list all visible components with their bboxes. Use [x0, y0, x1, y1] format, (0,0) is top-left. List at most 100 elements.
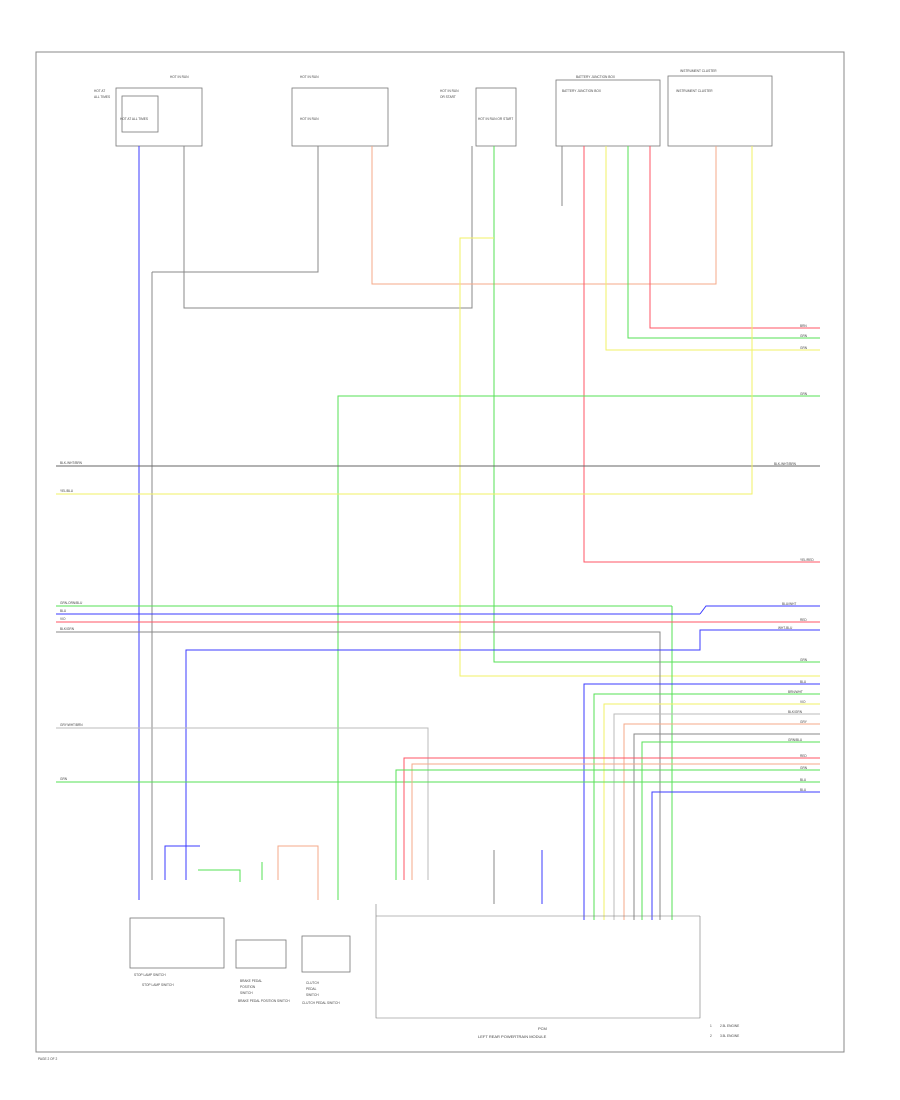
- wire-orange-bpp: [277, 845, 319, 900]
- left-label-6: GRY/WHT/BRN: [60, 723, 83, 727]
- right-label-3: GRN: [800, 392, 808, 396]
- top-component-4: BATTERY JUNCTION BOX: [555, 75, 661, 147]
- wire-red-low: [403, 757, 820, 880]
- svg-text:CLUTCH: CLUTCH: [306, 981, 320, 985]
- top-label-1: HOT IN RUN: [300, 117, 319, 121]
- wire-yellow-jb: [605, 146, 820, 351]
- right-label-14: GRY: [800, 720, 808, 724]
- wire-orange-low: [411, 763, 820, 880]
- top-component-1: HOT AT ALL TIMES HOT IN RUN: [94, 75, 203, 147]
- right-label-18: BLU: [800, 778, 807, 782]
- bottom-label-1: BRAKE PEDAL POSITION SWITCH: [238, 999, 290, 1003]
- right-label-6: BLU/WHT: [782, 602, 796, 606]
- top-label-3: BATTERY JUNCTION BOX: [562, 89, 602, 93]
- svg-text:SWITCH: SWITCH: [240, 991, 253, 995]
- wire-yellow-h: [56, 146, 753, 495]
- wire-green-low2: [395, 769, 820, 880]
- svg-text:OR START: OR START: [440, 95, 456, 99]
- svg-text:SWITCH: SWITCH: [306, 993, 319, 997]
- left-labels: BLK-WHT/BRN YEL/BLU GRN-ORN/BLU BLU VIO …: [60, 461, 83, 781]
- diagram-frame: [35, 51, 845, 1053]
- svg-text:HOT IN RUN: HOT IN RUN: [300, 75, 319, 79]
- right-label-7: RED: [800, 618, 807, 622]
- wire-orange-r5: [623, 723, 820, 920]
- wire-green-stop: [198, 869, 241, 882]
- right-label-9: GRN: [800, 658, 808, 662]
- bottom-label-0: STOP LAMP SWITCH: [134, 973, 166, 977]
- left-label-3: BLU: [60, 609, 67, 613]
- wire-yellow-1: [459, 237, 820, 677]
- top-label-4: INSTRUMENT CLUSTER: [676, 89, 713, 93]
- right-labels: BRN GRN GRN GRN BLK-WHT/BRN YEL/RED BLU/…: [774, 324, 814, 792]
- svg-text:HOT IN RUN: HOT IN RUN: [170, 75, 189, 79]
- pcm-module: PCM LEFT REAR POWERTRAIN MODULE: [375, 904, 701, 1039]
- wire-grey-bus: [56, 631, 661, 920]
- bottom-component-stop-lamp-switch: STOP LAMP SWITCH: [129, 917, 225, 987]
- right-label-10: BLU: [800, 680, 807, 684]
- svg-text:ALL TIMES: ALL TIMES: [94, 95, 110, 99]
- svg-text:BATTERY JUNCTION BOX: BATTERY JUNCTION BOX: [576, 75, 616, 79]
- right-label-17: GRN: [800, 766, 808, 770]
- wire-grey-r4: [613, 713, 820, 920]
- svg-text:INSTRUMENT CLUSTER: INSTRUMENT CLUSTER: [680, 69, 717, 73]
- left-label-2: GRN-ORN/BLU: [60, 601, 83, 605]
- wire-red-jb: [649, 146, 820, 329]
- svg-text:HOT IN RUN: HOT IN RUN: [440, 89, 459, 93]
- left-label-7: GRN: [60, 777, 68, 781]
- top-component-5: INSTRUMENT CLUSTER: [667, 69, 773, 147]
- legend-2: 3.5L ENGINE: [720, 1034, 739, 1038]
- right-label-12: VIO: [800, 700, 806, 704]
- svg-text:POSITION: POSITION: [240, 985, 256, 989]
- module-label-2: LEFT REAR POWERTRAIN MODULE: [478, 1034, 547, 1039]
- wire-blue-r1: [583, 683, 820, 920]
- wire-green-r2: [593, 693, 820, 920]
- right-label-19: BLU: [800, 788, 807, 792]
- top-component-3: HOT IN RUN OR START: [440, 87, 517, 147]
- bottom-component-clutch-switch: CLUTCH PEDAL SWITCH: [301, 935, 351, 997]
- right-label-5: YEL/RED: [800, 558, 814, 562]
- svg-text:STOP LAMP SWITCH: STOP LAMP SWITCH: [142, 983, 174, 987]
- svg-text:HOT AT: HOT AT: [94, 89, 105, 93]
- right-label-8: WHT-BLU: [778, 626, 793, 630]
- right-label-15: GRN/BLU: [788, 738, 803, 742]
- wire-grey-2: [152, 146, 319, 273]
- wire-blue-bus-right: [699, 605, 820, 615]
- right-label-2: GRN: [800, 346, 808, 350]
- wire-grey-1: [183, 146, 473, 309]
- svg-text:BRAKE PEDAL: BRAKE PEDAL: [240, 979, 262, 983]
- left-label-4: VIO: [60, 617, 66, 621]
- wire-blue-return: [185, 629, 820, 880]
- left-label-1: YEL/BLU: [60, 489, 74, 493]
- wire-blue-low: [651, 791, 820, 920]
- wire-green-long: [337, 395, 820, 900]
- right-label-0: BRN: [800, 324, 807, 328]
- svg-text:PEDAL: PEDAL: [306, 987, 317, 991]
- bottom-label-2: CLUTCH PEDAL SWITCH: [302, 1001, 340, 1005]
- top-component-2: HOT IN RUN: [291, 75, 389, 147]
- wire-yellow-r3: [603, 703, 820, 920]
- legend: 1 2.5L ENGINE 2 3.5L ENGINE: [710, 1024, 739, 1038]
- page-label: PAGE 2 OF 2: [38, 1057, 57, 1061]
- legend-1: 2.5L ENGINE: [720, 1024, 739, 1028]
- wire-grey-l1: [56, 727, 429, 880]
- right-label-4: BLK-WHT/BRN: [774, 462, 797, 466]
- right-label-13: BLK/GRN: [788, 710, 803, 714]
- module-label-1: PCM: [538, 1026, 547, 1031]
- wire-grey-r6: [633, 733, 820, 920]
- svg-text:1: 1: [710, 1024, 712, 1028]
- wire-blue-stop: [164, 845, 200, 880]
- right-label-16: RED: [800, 754, 807, 758]
- svg-text:2: 2: [710, 1034, 712, 1038]
- wire-red-jb2: [583, 146, 820, 563]
- top-label-2: HOT IN RUN OR START: [478, 117, 513, 121]
- wire-green-3: [493, 146, 820, 663]
- right-label-1: GRN: [800, 334, 808, 338]
- wire-orange-1: [371, 146, 717, 285]
- left-label-0: BLK-WHT/BRN: [60, 461, 83, 465]
- left-label-5: BLK/GRN: [60, 627, 75, 631]
- right-label-11: BRN/WHT: [788, 690, 803, 694]
- top-label-0: HOT AT ALL TIMES: [120, 117, 148, 121]
- bottom-component-bpp-switch: BRAKE PEDAL POSITION SWITCH: [235, 939, 287, 995]
- wire-green-jb1: [627, 146, 820, 339]
